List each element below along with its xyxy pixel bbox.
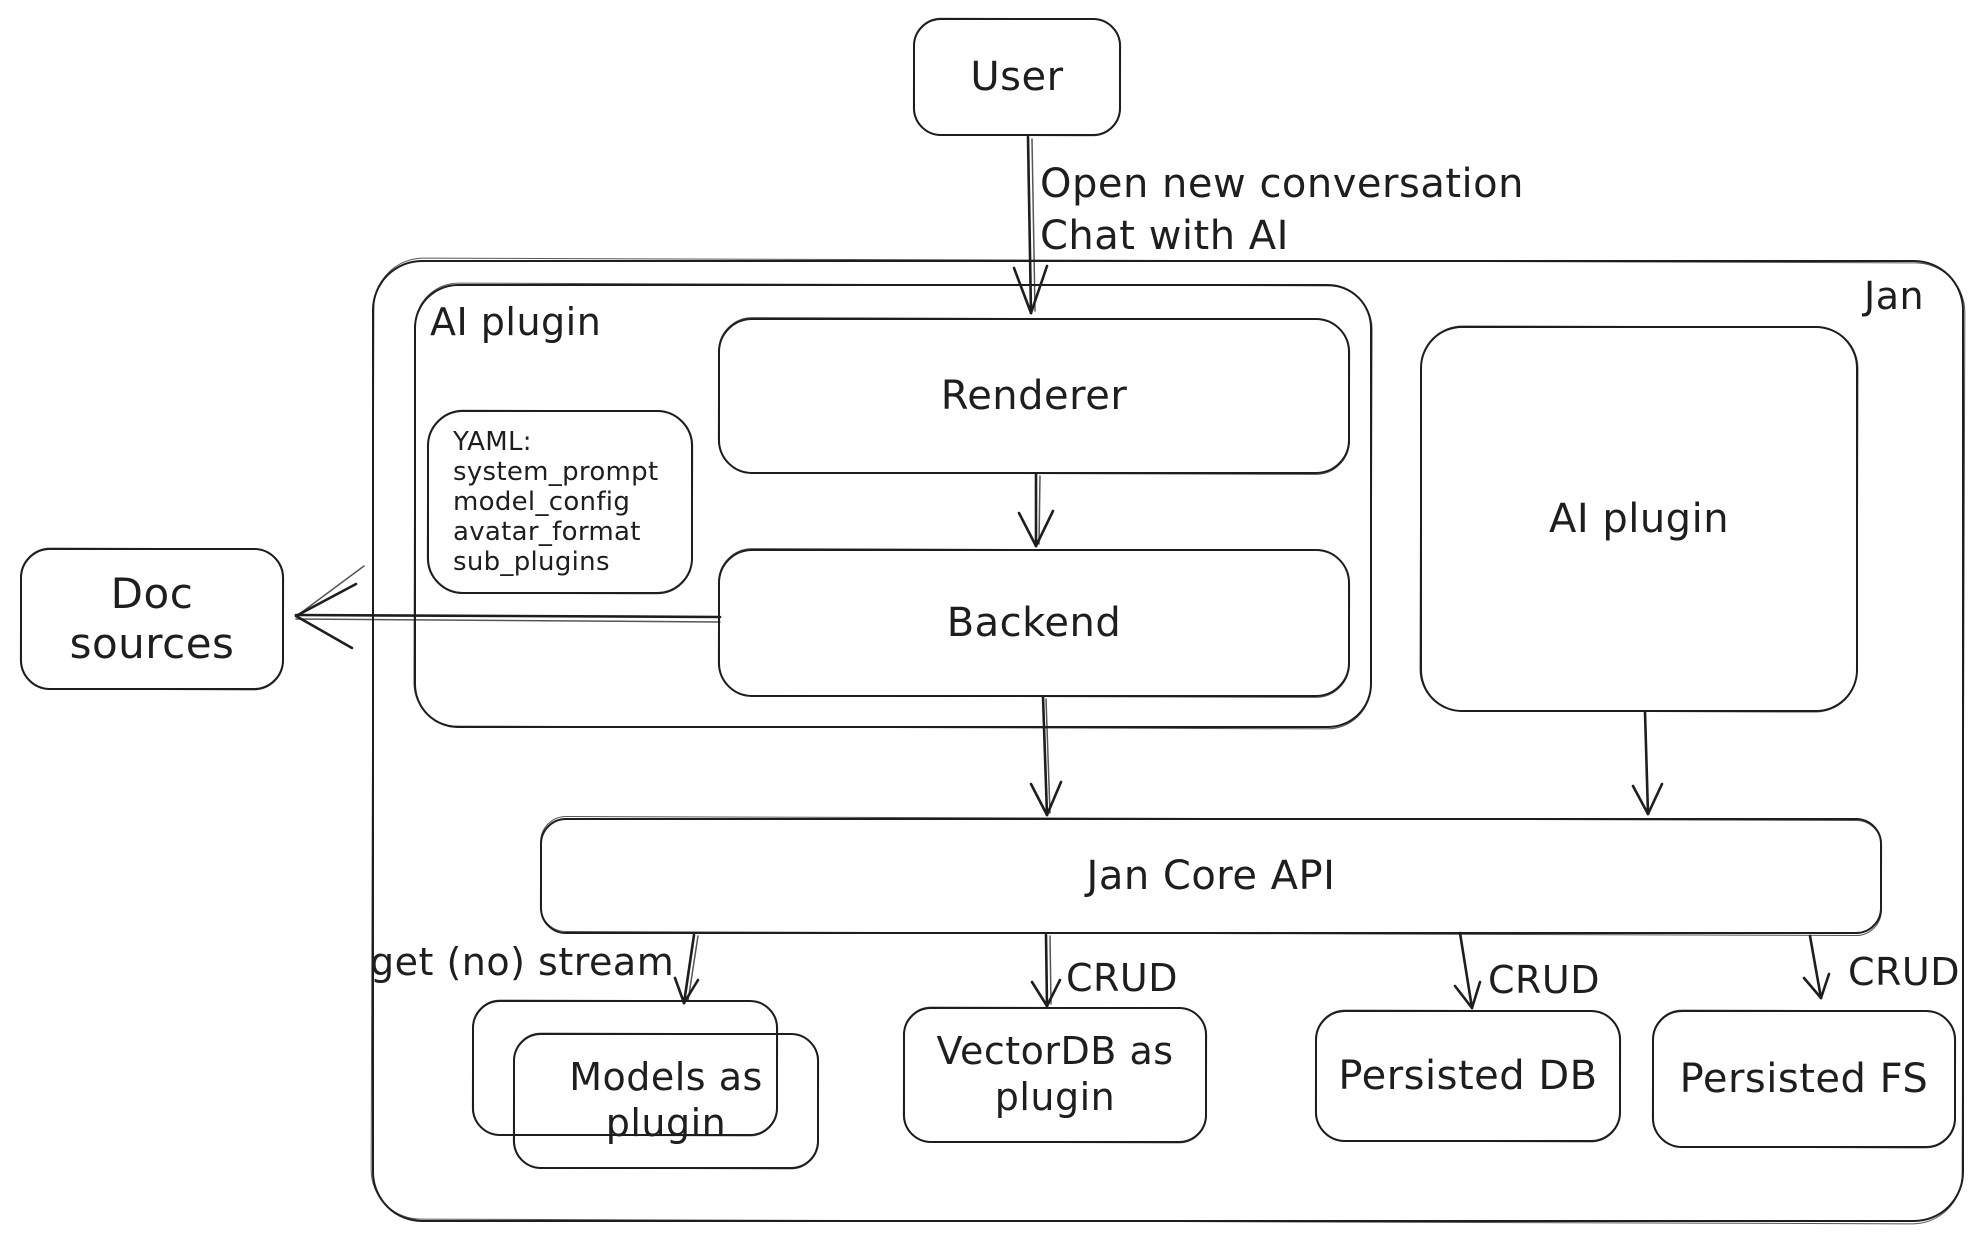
renderer-node-label: Renderer [940,373,1128,419]
crud-persisted-db-edge-label: CRUD [1488,958,1601,1002]
user-to-renderer-edge-label: Open new conversation Chat with AI [1040,158,1524,262]
models-as-plugin-node-label: Models as plugin [569,1055,763,1145]
yaml-line: YAML: [453,427,532,457]
doc-sources-node-label: Doc sources [69,568,235,668]
vectordb-as-plugin-node-label: VectorDB as plugin [936,1029,1174,1119]
user-node-label: User [970,54,1064,100]
persisted-db-node-label: Persisted DB [1338,1053,1598,1099]
persisted-fs-node: Persisted FS [1652,1010,1956,1148]
ai-plugin-node: AI plugin [1420,326,1858,712]
vectordb-as-plugin-node: VectorDB as plugin [903,1007,1207,1143]
persisted-db-node: Persisted DB [1315,1010,1621,1142]
backend-node-label: Backend [946,600,1122,646]
jan-container-label: Jan [1864,274,1925,318]
renderer-node: Renderer [718,318,1350,474]
yaml-line: avatar_format [453,517,641,547]
persisted-fs-node-label: Persisted FS [1679,1056,1929,1102]
yaml-line: sub_plugins [453,547,610,577]
crud-persisted-fs-edge-label: CRUD [1848,950,1961,994]
ai-plugin-container-label: AI plugin [430,300,602,344]
backend-node: Backend [718,549,1350,697]
doc-sources-node: Doc sources [20,548,284,690]
jan-core-api-node-label: Jan Core API [1086,853,1336,899]
ai-plugin-container-box [414,284,1372,728]
yaml-note-lines: YAML: system_prompt model_config avatar_… [429,423,691,581]
yaml-line: model_config [453,487,631,517]
get-no-stream-edge-label: get (no) stream [370,940,675,984]
edge-label-line: Open new conversation [1040,161,1524,207]
crud-vectordb-edge-label: CRUD [1066,956,1179,1000]
yaml-line: system_prompt [453,457,659,487]
jan-core-api-node: Jan Core API [540,818,1882,934]
yaml-note: YAML: system_prompt model_config avatar_… [427,410,693,594]
edge-label-line: Chat with AI [1040,213,1289,259]
ai-plugin-node-label: AI plugin [1548,496,1730,542]
jan-container-box [372,260,1964,1222]
user-node: User [913,18,1121,136]
models-as-plugin-node: Models as plugin [513,1033,819,1169]
